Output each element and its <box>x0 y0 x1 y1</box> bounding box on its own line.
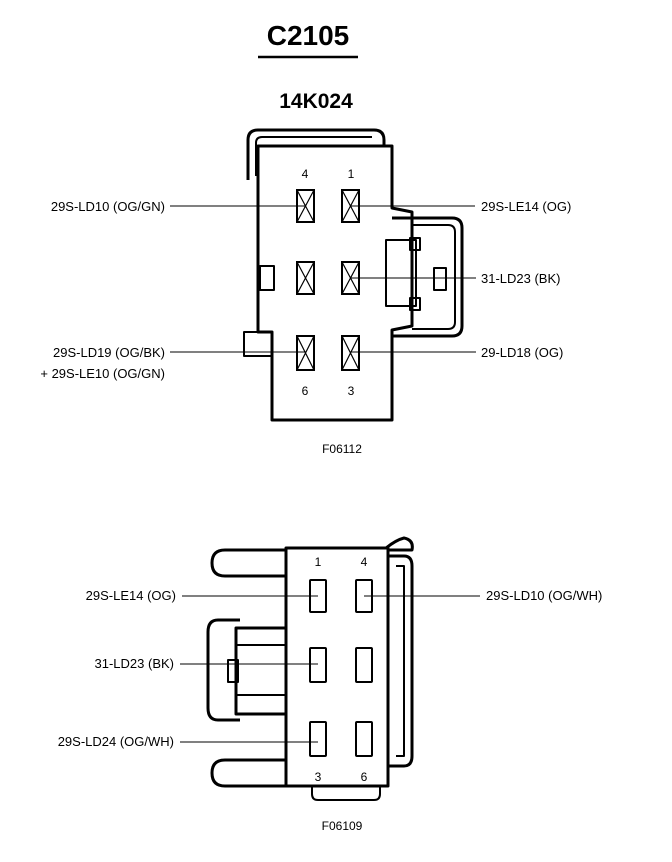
figure-id: F06112 <box>322 442 362 456</box>
connector-1-right-tab-nub <box>433 267 447 291</box>
part-number: 14K024 <box>279 90 353 113</box>
wire-label: 29-LD18 (OG) <box>481 345 563 360</box>
connector-2-left-latch <box>206 618 240 722</box>
connector-2: 1 4 3 6 29S-LE14 (OG) 31-LD23 (BK) 29S-L… <box>58 536 602 833</box>
pin-number: 6 <box>302 384 309 398</box>
connector-1-terminal <box>296 335 315 371</box>
wire-label: 29S-LE14 (OG) <box>86 588 176 603</box>
connector-1-terminal <box>341 335 360 371</box>
connector-1-body <box>256 144 414 422</box>
wire-label: 31-LD23 (BK) <box>95 656 174 671</box>
connector-1-latch <box>246 128 386 180</box>
pin-number: 3 <box>348 384 355 398</box>
connector-2-top-left-hook <box>210 548 286 578</box>
connector-2-terminal <box>309 647 327 683</box>
connector-1-latch-inner <box>255 136 372 176</box>
pin-number: 6 <box>361 770 368 784</box>
connector-1-right-tab <box>385 239 417 307</box>
connector-1-terminal <box>296 261 315 295</box>
connector-2-right-rail-inner <box>396 565 405 757</box>
connector-2-left-latch-nub <box>227 659 239 683</box>
connector-2-left-latch-ridges <box>236 644 286 696</box>
pin-number: 3 <box>315 770 322 784</box>
connector-2-terminal <box>309 721 327 757</box>
connector-2-left-latch-body <box>234 626 288 716</box>
wire-label: 31-LD23 (BK) <box>481 271 560 286</box>
connector-1-side-loop-inner <box>412 224 456 330</box>
connector-1-left-lower-tab <box>243 331 272 357</box>
wire-label: + 29S-LE10 (OG/GN) <box>40 366 165 381</box>
connector-1-left-tab <box>259 265 275 291</box>
wire-label: 29S-LD10 (OG/WH) <box>486 588 602 603</box>
pin-number: 4 <box>361 555 368 569</box>
pin-number: 1 <box>348 167 355 181</box>
wire-label: 29S-LD24 (OG/WH) <box>58 734 174 749</box>
connector-1-side-loop <box>392 216 464 338</box>
wire-label: 29S-LD19 (OG/BK) <box>53 345 165 360</box>
connector-1-right-tab-upper <box>409 237 421 251</box>
connector-2-body <box>284 546 390 788</box>
wire-label: 29S-LE14 (OG) <box>481 199 571 214</box>
connector-2-top-right-hook <box>350 536 414 552</box>
connector-2-terminal <box>355 647 373 683</box>
connector-2-terminal <box>355 721 373 757</box>
connector-2-bottom-left-hook <box>210 758 286 788</box>
figure-id: F06109 <box>322 819 363 833</box>
pin-number: 4 <box>302 167 309 181</box>
connector-2-bottom-tab <box>311 785 381 801</box>
connector-1-right-tab-lower <box>409 297 421 311</box>
connector-1: 4 1 6 3 29S-LD10 (OG/GN) 29S-LD19 (OG/BK… <box>40 128 571 456</box>
pin-number: 1 <box>315 555 322 569</box>
wire-label: 29S-LD10 (OG/GN) <box>51 199 165 214</box>
connector-id: C2105 <box>267 20 350 51</box>
connector-2-right-rail <box>388 554 414 768</box>
